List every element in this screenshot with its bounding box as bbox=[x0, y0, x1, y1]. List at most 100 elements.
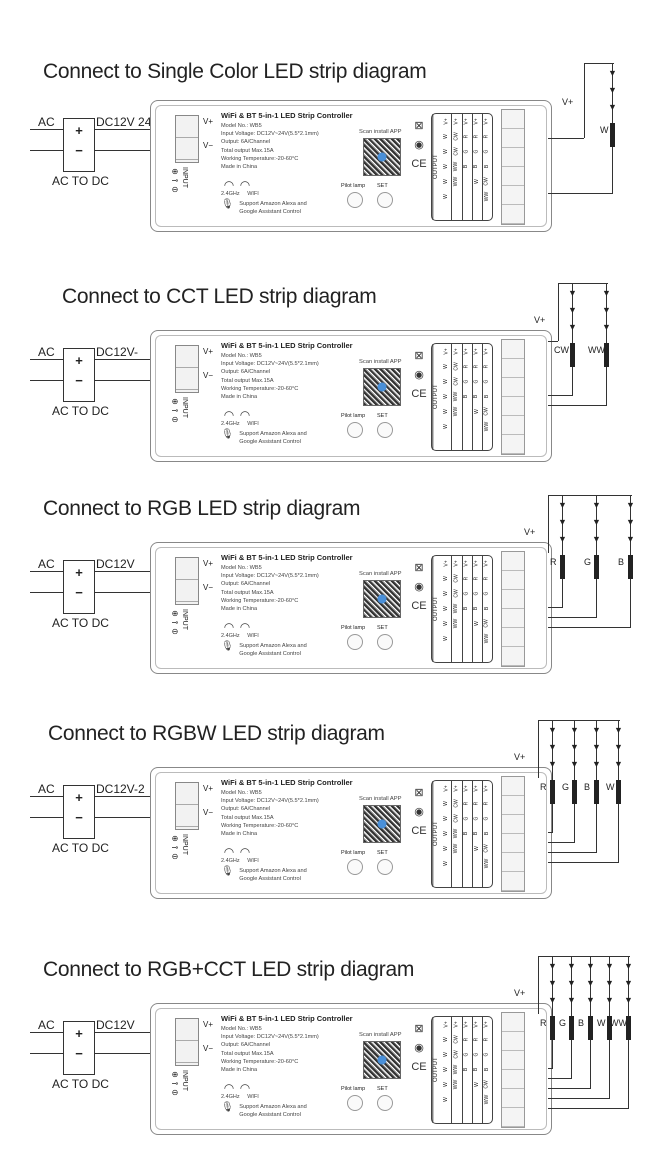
certification-marks: ⊠ ◉ CE bbox=[409, 347, 429, 404]
set-button bbox=[377, 859, 393, 875]
led-diode-icon: ▼ bbox=[602, 305, 611, 315]
vplus-input-label: V+ bbox=[203, 784, 214, 793]
controller-body-outline bbox=[155, 105, 547, 227]
spec-line: Working Temperature:-20-60°C bbox=[221, 822, 299, 829]
channel-return-wire bbox=[548, 832, 553, 834]
pilot-lamp-label: Pilot lamp bbox=[341, 625, 366, 631]
wifi-label: WIFI bbox=[247, 633, 259, 639]
power-supply: AC + − DC12V 24V AC TO DC bbox=[30, 115, 205, 188]
controller-specs: Model No.: WB5 Input Voltage: DC12V~24V(… bbox=[221, 564, 319, 613]
ac-label: AC bbox=[38, 557, 55, 571]
led-controller: V+ V− ⊕⊸⊖ INPUT WiFi & BT 5-in-1 LED Str… bbox=[150, 1003, 552, 1135]
power-supply: AC + − DC12V AC TO DC bbox=[30, 557, 205, 630]
spec-line: Output: 6A/Channel bbox=[221, 806, 271, 813]
certification-marks: ⊠ ◉ CE bbox=[409, 559, 429, 616]
spec-line: Made in China bbox=[221, 606, 258, 613]
ce-mark-icon: CE bbox=[411, 158, 427, 170]
input-label: INPUT bbox=[181, 609, 188, 630]
microphone-icon: 🎙 bbox=[221, 1102, 234, 1113]
qr-code-label: Scan install APP bbox=[359, 129, 402, 135]
led-diode-icon: ▼ bbox=[592, 742, 601, 752]
wifi-label: WIFI bbox=[247, 1094, 259, 1100]
output-cell: WW bbox=[483, 191, 490, 202]
output-cell: V+ bbox=[483, 1021, 490, 1028]
wifi-icon: ◠ bbox=[239, 620, 251, 634]
set-button bbox=[377, 634, 393, 650]
input-label: INPUT bbox=[181, 397, 188, 418]
wifi-icon: ◠ bbox=[223, 845, 235, 859]
spec-line: Output: 6A/Channel bbox=[221, 139, 271, 146]
set-button-label: SET bbox=[377, 850, 388, 856]
ac-wire-top bbox=[30, 796, 63, 798]
led-diode-icon: ▼ bbox=[567, 995, 576, 1005]
dc-jack-polarity-icon: ⊕⊸⊖ bbox=[171, 834, 179, 861]
channel-wire bbox=[562, 495, 564, 607]
certification-marks: ⊠ ◉ CE bbox=[409, 1020, 429, 1077]
spec-line: Total output Max.15A bbox=[221, 814, 274, 821]
weee-bin-icon: ⊠ bbox=[414, 562, 424, 574]
wifi-icon: ◠ bbox=[223, 1081, 235, 1095]
output-cell: V+ bbox=[483, 118, 490, 125]
channel-return-wire bbox=[548, 405, 607, 407]
ac-wire-bottom bbox=[30, 380, 63, 382]
input-terminal-block bbox=[175, 782, 199, 830]
set-button bbox=[377, 1095, 393, 1111]
ac-dc-converter-box: + − bbox=[63, 348, 95, 402]
output-cell: W bbox=[443, 636, 450, 641]
channel-return-wire bbox=[548, 617, 597, 619]
led-diode-icon: ▼ bbox=[624, 995, 633, 1005]
pilot-lamp bbox=[347, 859, 363, 875]
channel-label: W bbox=[600, 125, 609, 135]
channel-label: R bbox=[540, 1018, 547, 1028]
alexa-line: Support Amazon Alexa and bbox=[239, 1104, 307, 1110]
vplus-wire bbox=[584, 63, 586, 138]
qr-code bbox=[363, 138, 401, 176]
alexa-line: Google Assistant Control bbox=[239, 875, 301, 882]
output-cell: W bbox=[443, 1097, 450, 1102]
channel-wire bbox=[552, 720, 554, 832]
controller-body-outline bbox=[155, 335, 547, 457]
spec-line: Total output Max.15A bbox=[221, 1050, 274, 1057]
wifi-label: WIFI bbox=[247, 421, 259, 427]
channel-label: B bbox=[584, 782, 591, 792]
ac-wire-top bbox=[30, 129, 63, 131]
output-terminal-block bbox=[501, 1012, 525, 1128]
channel-label: W bbox=[597, 1018, 606, 1028]
output-cell: CW bbox=[483, 619, 490, 628]
weee-bin-icon: ⊠ bbox=[414, 787, 424, 799]
voice-assistant-note: 🎙 Support Amazon Alexa and Google Assist… bbox=[221, 642, 307, 658]
weee-bin-icon: ⊠ bbox=[414, 350, 424, 362]
controller-body-outline bbox=[155, 547, 547, 669]
dc-jack-polarity-icon: ⊕⊸⊖ bbox=[171, 167, 179, 194]
wifi-icon: ◠ bbox=[239, 408, 251, 422]
alexa-line: Google Assistant Control bbox=[239, 1111, 301, 1118]
controller-title: WiFi & BT 5-in-1 LED Strip Controller bbox=[221, 553, 353, 562]
channel-label: W bbox=[606, 782, 615, 792]
resistor bbox=[607, 1016, 612, 1040]
led-controller: V+ V− ⊕⊸⊖ INPUT WiFi & BT 5-in-1 LED Str… bbox=[150, 100, 552, 232]
spec-line: Output: 6A/Channel bbox=[221, 581, 271, 588]
input-label: INPUT bbox=[181, 167, 188, 188]
vplus-strip-label: V+ bbox=[534, 315, 546, 325]
led-diode-icon: ▼ bbox=[548, 742, 557, 752]
spec-line: Input Voltage: DC12V~24V(5.5*2.1mm) bbox=[221, 1034, 319, 1041]
channel-return-wire bbox=[548, 1108, 629, 1110]
qr-code-label: Scan install APP bbox=[359, 359, 402, 365]
qr-code-label: Scan install APP bbox=[359, 796, 402, 802]
output-cell: WW bbox=[453, 1079, 460, 1090]
resistor bbox=[610, 123, 615, 147]
controller-specs: Model No.: WB5 Input Voltage: DC12V~24V(… bbox=[221, 122, 319, 171]
ac-to-dc-label: AC TO DC bbox=[52, 1077, 109, 1091]
spec-line: Input Voltage: DC12V~24V(5.5*2.1mm) bbox=[221, 573, 319, 580]
minus-terminal-label: − bbox=[75, 810, 83, 825]
spec-line: Model No.: WB5 bbox=[221, 1026, 262, 1032]
qr-code-label: Scan install APP bbox=[359, 571, 402, 577]
